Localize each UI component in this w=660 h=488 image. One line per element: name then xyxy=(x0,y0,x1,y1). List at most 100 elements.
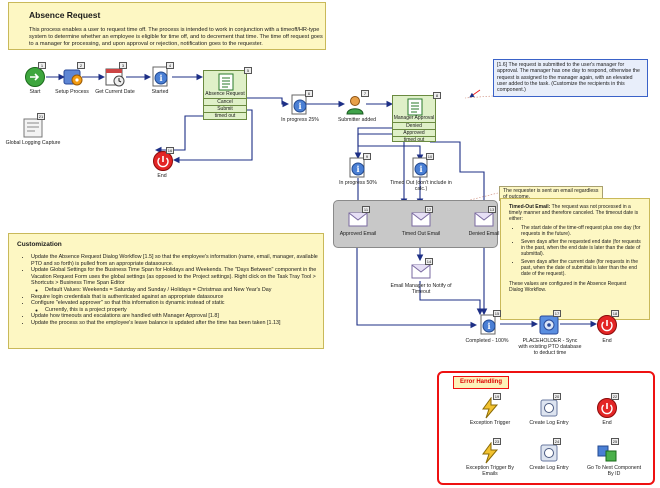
svg-text:i: i xyxy=(419,164,422,174)
absence-request-form-node[interactable]: Absence Request Cancel Submit timed out xyxy=(203,70,247,120)
setup-process-node[interactable] xyxy=(62,66,84,88)
component-badge: 13 xyxy=(488,206,496,213)
error-handling-panel xyxy=(437,371,655,485)
customization-item: Configure "elevated approver" so that th… xyxy=(31,300,321,307)
form-icon xyxy=(407,98,423,116)
stop-icon xyxy=(597,398,617,418)
placeholder-sync-node[interactable] xyxy=(538,314,560,336)
svg-text:i: i xyxy=(298,101,301,111)
component-badge: 10 xyxy=(426,153,434,160)
component-badge: 14 xyxy=(425,258,433,265)
info-icon: i xyxy=(412,157,428,178)
end-label-2: End xyxy=(602,338,612,344)
form-title: Absence Request xyxy=(205,91,245,97)
user-add-icon xyxy=(346,96,364,115)
end-node-1[interactable] xyxy=(152,150,174,172)
timeout-item: Seven days after the requested end date … xyxy=(521,239,641,257)
info-icon: i xyxy=(152,66,168,87)
component-badge: 19 xyxy=(493,393,501,400)
started-node[interactable]: i xyxy=(150,66,172,88)
global-logging-label: Global Logging Capture xyxy=(5,140,61,146)
component-badge: 15 xyxy=(493,310,501,317)
completed-label: Completed - 100% xyxy=(465,338,509,344)
get-current-date-label: Get Current Date xyxy=(95,89,135,95)
completed-node[interactable]: i xyxy=(478,314,500,336)
form-exit-denied[interactable]: Denied xyxy=(393,122,435,129)
info-icon: i xyxy=(349,157,365,178)
customization-item: Update Global Settings for the Business … xyxy=(31,267,321,287)
progress-50-label: In progress 50% xyxy=(339,180,377,186)
info-icon: i xyxy=(291,94,307,115)
timeout-intro: Timed-Out Email: The request was not pro… xyxy=(509,204,639,222)
timed-out-email-node[interactable] xyxy=(410,208,432,230)
start-node[interactable] xyxy=(24,66,46,88)
component-badge: 6 xyxy=(305,90,313,97)
component-badge: 1 xyxy=(38,62,46,69)
stop-icon xyxy=(597,315,617,335)
approved-email-label: Approved Email xyxy=(339,231,377,237)
timed-out-status-label: Timed Out (don't include in calc.) xyxy=(390,180,452,192)
lightning-trigger-icon xyxy=(482,396,499,419)
form-exit-timed-out[interactable]: timed out xyxy=(393,136,435,143)
denied-email-node[interactable] xyxy=(473,208,495,230)
calendar-icon xyxy=(105,68,125,87)
component-badge: 21 xyxy=(37,113,45,120)
end-node-3[interactable] xyxy=(596,397,618,419)
process-description: This process enables a user to request t… xyxy=(29,27,323,47)
exception-trigger-emails-node[interactable] xyxy=(479,441,501,464)
component-badge: 9 xyxy=(363,153,371,160)
component-badge: 23 xyxy=(493,438,501,445)
email-icon xyxy=(411,212,431,227)
component-badge: 20 xyxy=(553,393,561,400)
create-log-entry-node-2[interactable] xyxy=(538,442,560,464)
timeout-footer: These values are configured in the Absen… xyxy=(509,281,627,293)
approved-email-node[interactable] xyxy=(347,208,369,230)
get-current-date-node[interactable] xyxy=(104,66,126,88)
form-exit-cancel[interactable]: Cancel xyxy=(204,98,246,105)
denied-email-label: Denied Email xyxy=(468,231,500,237)
gear-workflow-icon xyxy=(63,69,83,86)
form-title: Manager Approval xyxy=(393,115,435,121)
email-icon xyxy=(348,212,368,227)
exception-trigger-emails-label: Exception Trigger By Emails xyxy=(466,465,514,477)
component-badge: 5 xyxy=(244,67,252,74)
submitter-added-label: Submitter added xyxy=(337,117,377,123)
progress-50-node[interactable]: i xyxy=(347,157,369,179)
logging-icon xyxy=(23,118,43,138)
customization-item: Require login credentials that is authen… xyxy=(31,294,321,301)
timeout-item: Seven days after the current date (for r… xyxy=(521,259,641,277)
end-label-1: End xyxy=(157,173,167,179)
customization-item: Update the Absence Request Dialog Workfl… xyxy=(31,254,321,267)
form-exit-submit[interactable]: Submit xyxy=(204,105,246,112)
goto-next-component-label: Go To Next Component By ID xyxy=(586,465,642,477)
form-exit-approved[interactable]: Approved xyxy=(393,129,435,136)
create-log-entry-node-1[interactable] xyxy=(538,397,560,419)
end-node-2[interactable] xyxy=(596,314,618,336)
lightning-trigger-icon xyxy=(482,441,499,464)
stop-icon xyxy=(153,151,173,171)
component-badge: 12 xyxy=(425,206,433,213)
component-badge: 25 xyxy=(611,438,619,445)
setup-process-label: Setup Process xyxy=(55,89,89,95)
process-description-box: Absence Request This process enables a u… xyxy=(8,2,326,50)
email-manager-node[interactable] xyxy=(410,260,432,282)
customization-subitem: Currently, this is a project property xyxy=(45,307,321,314)
submitter-added-node[interactable] xyxy=(345,94,367,116)
progress-25-node[interactable]: i xyxy=(289,94,311,116)
component-badge: 3 xyxy=(119,62,127,69)
component-badge: 16 xyxy=(166,147,174,154)
exception-trigger-node[interactable] xyxy=(479,396,501,419)
customization-title: Customization xyxy=(17,241,62,248)
component-badge: 17 xyxy=(553,310,561,317)
email-icon xyxy=(474,212,494,227)
goto-component-icon xyxy=(597,445,617,462)
manager-approval-form-node[interactable]: Manager Approval Denied Approved timed o… xyxy=(392,95,436,143)
goto-next-component-node[interactable] xyxy=(596,442,618,464)
gear-log-icon xyxy=(540,399,558,417)
global-logging-node[interactable] xyxy=(22,117,44,139)
form-icon xyxy=(218,73,234,91)
start-label: Start xyxy=(29,89,41,95)
timed-out-status-node[interactable]: i xyxy=(410,157,432,179)
form-exit-timed-out[interactable]: timed out xyxy=(204,112,246,119)
